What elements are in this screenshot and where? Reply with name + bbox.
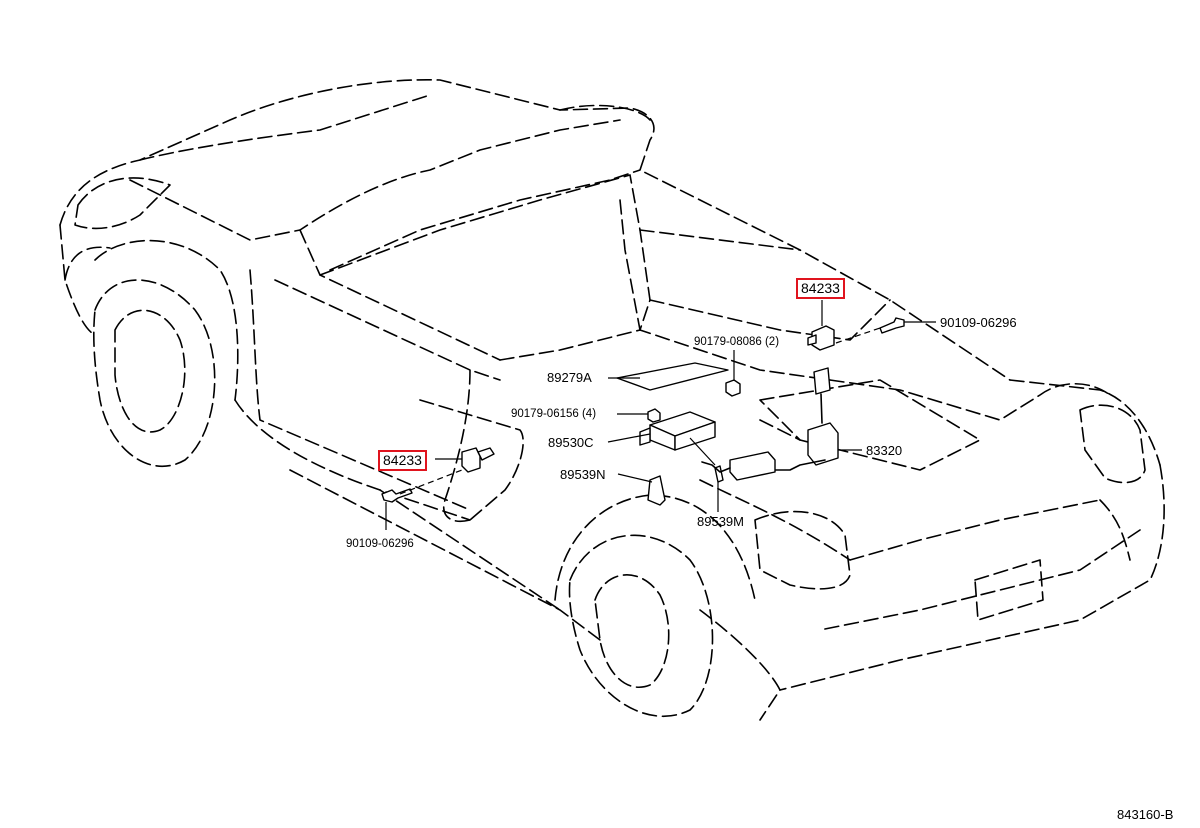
label-sensor-left: 84233: [378, 450, 427, 471]
module-83320: [701, 367, 839, 481]
car-outline: [59, 78, 1165, 721]
label-plate: 89279A: [547, 370, 592, 385]
bracket-89539N: [647, 475, 666, 506]
label-bracket-m: 89539M: [697, 514, 744, 529]
nut-90179-06156: [647, 408, 661, 423]
label-bolt-right: 90109-06296: [940, 315, 1017, 330]
nut-90179-08086: [725, 379, 741, 397]
label-nut-small: 90179-06156 (4): [511, 408, 597, 420]
label-bracket-n: 89539N: [560, 467, 606, 482]
ecu-89530C: [639, 411, 716, 451]
bolt-right: [879, 317, 905, 334]
label-bolt-left: 90109-06296: [346, 538, 414, 550]
label-nut-top: 90179-08086 (2): [694, 336, 780, 348]
sensor-left: [461, 447, 495, 473]
figure-code: 843160-B: [1117, 807, 1174, 822]
label-module: 83320: [866, 443, 903, 458]
bolt-left: [381, 488, 413, 503]
label-ecu: 89530C: [548, 435, 594, 450]
leader-lines: [385, 300, 936, 530]
sensor-right: [807, 325, 835, 351]
plate-89279A: [616, 362, 729, 391]
label-sensor-right: 84233: [796, 278, 845, 299]
